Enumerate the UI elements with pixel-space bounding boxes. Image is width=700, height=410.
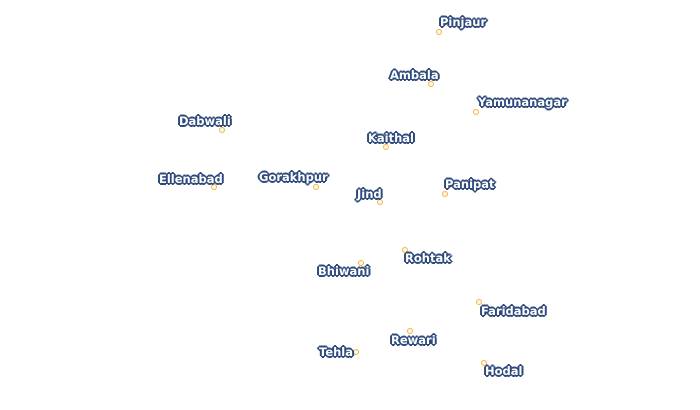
city-label-dabwali: Dabwali: [179, 114, 231, 128]
city-label-faridabad: Faridabad: [481, 304, 546, 318]
city-label-ellenabad: Ellenabad: [159, 172, 223, 186]
city-label-bhiwani: Bhiwani: [318, 264, 370, 278]
city-marker-rohtak[interactable]: [402, 247, 408, 253]
city-label-rohtak: Rohtak: [405, 251, 451, 265]
city-marker-tehla[interactable]: [353, 349, 359, 355]
city-marker-kaithal[interactable]: [383, 144, 389, 150]
city-label-jind: Jind: [357, 187, 382, 201]
city-marker-jind[interactable]: [377, 199, 383, 205]
city-marker-panipat[interactable]: [442, 191, 448, 197]
city-marker-hodal[interactable]: [481, 360, 487, 366]
city-label-pinjaur: Pinjaur: [440, 15, 487, 29]
city-marker-ambala[interactable]: [428, 81, 434, 87]
city-marker-gorakhpur[interactable]: [313, 184, 319, 190]
city-label-panipat: Panipat: [445, 177, 495, 191]
city-label-gorakhpur: Gorakhpur: [259, 170, 328, 184]
city-marker-yamunanagar[interactable]: [473, 109, 479, 115]
city-label-hodal: Hodal: [485, 364, 523, 378]
city-marker-dabwali[interactable]: [219, 127, 225, 133]
city-label-rewari: Rewari: [391, 333, 436, 347]
city-label-kaithal: Kaithal: [368, 131, 414, 145]
city-label-yamunanagar: Yamunanagar: [478, 95, 567, 109]
city-label-ambala: Ambala: [390, 68, 439, 82]
city-marker-faridabad[interactable]: [476, 299, 482, 305]
city-marker-pinjaur[interactable]: [436, 29, 442, 35]
city-marker-ellenabad[interactable]: [211, 184, 217, 190]
city-marker-rewari[interactable]: [407, 328, 413, 334]
city-marker-bhiwani[interactable]: [358, 260, 364, 266]
city-label-tehla: Tehla: [319, 345, 354, 359]
